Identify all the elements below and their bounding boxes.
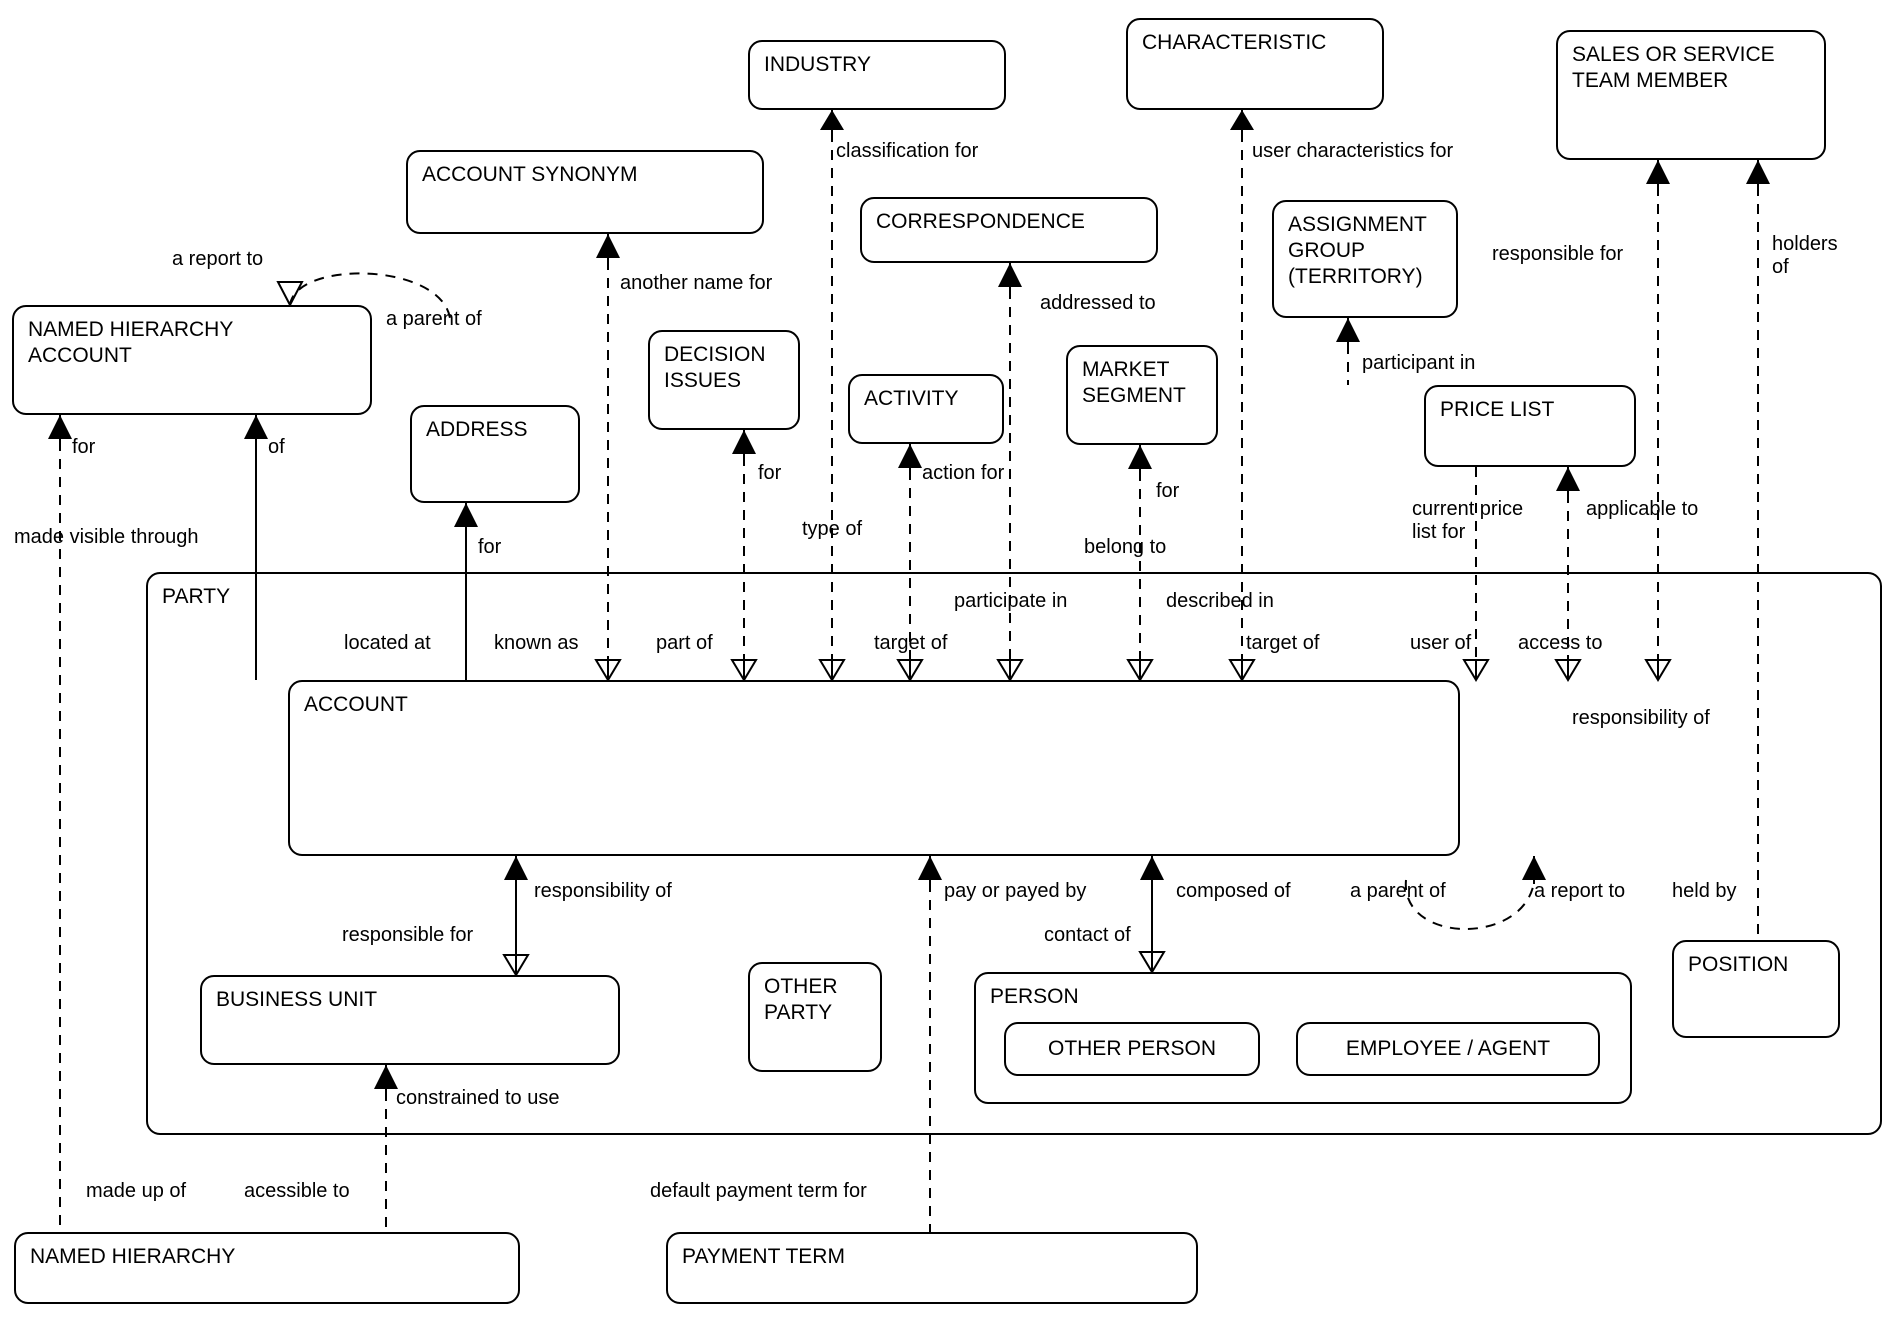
edge-label-for-decision: for bbox=[758, 462, 782, 484]
edge-label-current-price-list-for: current price list for bbox=[1412, 498, 1524, 543]
edge-label-a-report-to-top: a report to bbox=[172, 248, 264, 270]
edge-label-user-of: user of bbox=[1410, 632, 1472, 654]
edge-label-target-of-activity: target of bbox=[874, 632, 948, 654]
entity-employee-agent[interactable]: EMPLOYEE / AGENT bbox=[1296, 1022, 1600, 1076]
edge-label-a-parent-of-person: a parent of bbox=[1350, 880, 1446, 902]
entity-industry[interactable]: INDUSTRY bbox=[748, 40, 1006, 110]
edge-label-acessible-to: acessible to bbox=[244, 1180, 350, 1202]
entity-account-synonym[interactable]: ACCOUNT SYNONYM bbox=[406, 150, 764, 234]
edge-label-responsible-for-bu: responsible for bbox=[342, 924, 474, 946]
edge-label-access-to: access to bbox=[1518, 632, 1603, 654]
edge-label-composed-of: composed of bbox=[1176, 880, 1291, 902]
edge-label-another-name-for: another name for bbox=[620, 272, 773, 294]
edge-label-participant-in: participant in bbox=[1362, 352, 1476, 374]
entity-other-person[interactable]: OTHER PERSON bbox=[1004, 1022, 1260, 1076]
entity-position[interactable]: POSITION bbox=[1672, 940, 1840, 1038]
edge-label-for-nha-left: for bbox=[72, 436, 96, 458]
entity-person[interactable]: PERSON bbox=[974, 972, 1632, 1104]
edge-label-described-in: described in bbox=[1166, 590, 1274, 612]
edge-label-action-for: action for bbox=[922, 462, 1005, 484]
entity-address[interactable]: ADDRESS bbox=[410, 405, 580, 503]
entity-price-list[interactable]: PRICE LIST bbox=[1424, 385, 1636, 467]
edge-label-target-of-assignment: target of bbox=[1246, 632, 1320, 654]
entity-decision-issues[interactable]: DECISION ISSUES bbox=[648, 330, 800, 430]
edge-label-participate-in: participate in bbox=[954, 590, 1068, 612]
edge-label-for-market: for bbox=[1156, 480, 1180, 502]
edge-label-responsible-for-top: responsible for bbox=[1492, 243, 1624, 265]
edge-label-for-address: for bbox=[478, 536, 502, 558]
entity-named-hierarchy[interactable]: NAMED HIERARCHY bbox=[14, 1232, 520, 1304]
entity-other-party[interactable]: OTHER PARTY bbox=[748, 962, 882, 1072]
entity-payment-term[interactable]: PAYMENT TERM bbox=[666, 1232, 1198, 1304]
entity-named-hierarchy-account[interactable]: NAMED HIERARCHY ACCOUNT bbox=[12, 305, 372, 415]
edge-label-type-of: type of bbox=[802, 518, 863, 540]
edge-label-constrained-to-use: constrained to use bbox=[396, 1087, 560, 1109]
edge-label-holders-of: holders of bbox=[1772, 233, 1838, 278]
edge-label-known-as: known as bbox=[494, 632, 579, 654]
edge-label-of-nha: of bbox=[268, 436, 285, 458]
edge-label-part-of: part of bbox=[656, 632, 713, 654]
edge-label-located-at: located at bbox=[344, 632, 431, 654]
entity-party[interactable]: PARTY bbox=[146, 572, 1882, 1135]
entity-assignment-group-territory[interactable]: ASSIGNMENT GROUP (TERRITORY) bbox=[1272, 200, 1458, 318]
entity-characteristic[interactable]: CHARACTERISTIC bbox=[1126, 18, 1384, 110]
edge-label-a-parent-of-top: a parent of bbox=[386, 308, 482, 330]
entity-market-segment[interactable]: MARKET SEGMENT bbox=[1066, 345, 1218, 445]
edge-label-made-up-of: made up of bbox=[86, 1180, 187, 1202]
entity-correspondence[interactable]: CORRESPONDENCE bbox=[860, 197, 1158, 263]
edge-label-a-report-to-person: a report to bbox=[1534, 880, 1626, 902]
entity-activity[interactable]: ACTIVITY bbox=[848, 374, 1004, 444]
edge-label-pay-or-payed-by: pay or payed by bbox=[944, 880, 1087, 902]
edge-label-responsibility-of-account: responsibility of bbox=[1572, 707, 1710, 729]
edge-label-default-payment-term-for: default payment term for bbox=[650, 1180, 867, 1202]
edge-label-belong-to: belong to bbox=[1084, 536, 1167, 558]
edge-label-applicable-to: applicable to bbox=[1586, 498, 1699, 520]
edge-label-addressed-to: addressed to bbox=[1040, 292, 1156, 314]
entity-account[interactable]: ACCOUNT bbox=[288, 680, 1460, 856]
edge-label-held-by: held by bbox=[1672, 880, 1737, 902]
edge-label-contact-of: contact of bbox=[1044, 924, 1131, 946]
edge-label-user-characteristics-for: user characteristics for bbox=[1252, 140, 1454, 162]
entity-business-unit[interactable]: BUSINESS UNIT bbox=[200, 975, 620, 1065]
edge-label-responsibility-of-bu: responsibility of bbox=[534, 880, 672, 902]
edge-label-made-visible-through: made visible through bbox=[14, 526, 199, 548]
edge-label-classification-for: classification for bbox=[836, 140, 979, 162]
entity-sales-or-service-team-member[interactable]: SALES OR SERVICE TEAM MEMBER bbox=[1556, 30, 1826, 160]
